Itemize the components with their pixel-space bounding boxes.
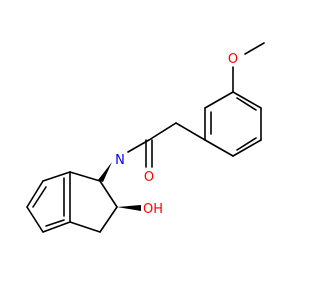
bond xyxy=(204,139,234,157)
indane-benzene-ring xyxy=(26,171,71,233)
bond xyxy=(232,91,262,109)
bond-methoxy-o-to-methyl xyxy=(244,42,265,55)
bond xyxy=(99,206,118,233)
amide-oxygen-label: O xyxy=(144,170,154,185)
bond-carbonyl-to-n xyxy=(127,139,150,153)
aromatic-bond xyxy=(32,186,47,208)
bond xyxy=(42,221,71,233)
aromatic-bond xyxy=(236,137,257,151)
hydroxyl-label: OH xyxy=(143,202,163,217)
bond xyxy=(204,91,234,109)
bond xyxy=(69,221,101,233)
bond-ring-to-ch2 xyxy=(175,122,206,141)
bond-ch2-to-carbonyl xyxy=(148,122,177,141)
bond xyxy=(42,171,71,182)
wedge-bond-c2-oh xyxy=(117,205,141,211)
amide-nitrogen-label: N xyxy=(115,153,125,168)
methoxyphenyl-ring xyxy=(204,91,262,157)
aromatic-bond xyxy=(236,97,257,111)
structure-diagram: O N O OH xyxy=(26,42,265,233)
bond xyxy=(232,139,262,157)
aromatic-bond xyxy=(45,219,65,227)
bond xyxy=(26,206,44,233)
bond xyxy=(26,180,44,208)
bond xyxy=(99,180,118,208)
wedge-bond-n-c1 xyxy=(98,162,112,182)
molecule-canvas: O N O OH xyxy=(26,42,265,233)
bond xyxy=(69,171,101,182)
indane-five-ring xyxy=(69,171,118,233)
methoxy-oxygen-label: O xyxy=(228,52,238,67)
